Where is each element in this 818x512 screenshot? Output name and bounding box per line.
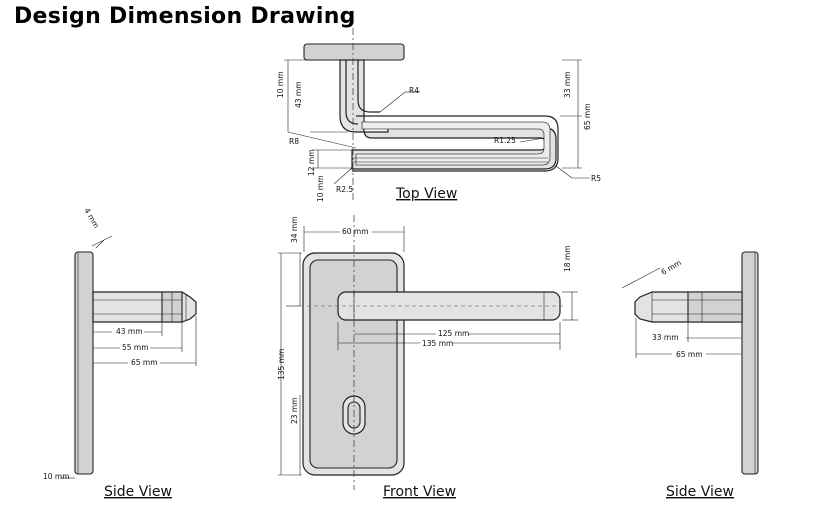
top-view-r125-label: R1.25 bbox=[494, 136, 516, 145]
side-view-right-caption: Side View bbox=[666, 484, 734, 500]
top-view-neck-line bbox=[345, 60, 359, 125]
side-view-right-dim-6 bbox=[621, 267, 661, 289]
top-view-r4-label: R4 bbox=[409, 86, 419, 95]
side-view-left-drawing: 4 mm 43 mm 55 mm 65 mm 10 mm Side View bbox=[43, 207, 197, 500]
top-view-leader-r5 bbox=[555, 165, 573, 179]
top-view-caption: Top View bbox=[395, 186, 457, 202]
top-view-rose bbox=[303, 43, 405, 61]
side-view-left-dim-4-label: 4 mm bbox=[82, 207, 101, 230]
side-view-left-caption: Side View bbox=[104, 484, 172, 500]
side-view-left-dim-55-label: 55 mm bbox=[122, 343, 149, 352]
side-view-right-dim-33-label: 33 mm bbox=[652, 333, 679, 342]
front-view-dim-125-label: 125 mm bbox=[438, 329, 469, 338]
side-view-right-drawing: 6 mm 33 mm 65 mm Side View bbox=[621, 251, 759, 500]
top-view-bar-inner bbox=[355, 121, 551, 166]
side-view-left-dim-10-label: 10 mm bbox=[43, 472, 70, 481]
top-view-r8-label: R8 bbox=[289, 137, 299, 146]
top-view-bar-outline bbox=[352, 115, 559, 172]
front-view-dim-135-label: 135 mm bbox=[422, 339, 453, 348]
top-view-neck-line-2 bbox=[357, 60, 380, 113]
side-view-right-grip bbox=[687, 291, 743, 323]
top-view-dim-10-label: 10 mm bbox=[276, 71, 285, 98]
top-view-leader-r4 bbox=[379, 91, 406, 113]
front-view-plate-inner bbox=[309, 259, 398, 469]
side-view-right-dim-6-label: 6 mm bbox=[660, 258, 683, 277]
side-view-left-dim-65-label: 65 mm bbox=[131, 358, 158, 367]
side-view-right-rose bbox=[741, 251, 759, 475]
top-view-drawing: 10 mm 43 mm 33 mm 65 mm 12 mm 10 mm R4 R… bbox=[276, 28, 601, 202]
front-view-dim-18-label: 18 mm bbox=[563, 245, 572, 272]
top-view-dim-10b-label: 10 mm bbox=[316, 175, 325, 202]
top-view-leader-r125 bbox=[519, 137, 545, 143]
side-view-left-dim-4 bbox=[95, 239, 105, 249]
front-view-dim-60-label: 60 mm bbox=[342, 227, 369, 236]
front-view-caption: Front View bbox=[383, 484, 456, 500]
top-view-leader-r8 bbox=[287, 131, 357, 149]
top-view-dim-12-label: 12 mm bbox=[307, 149, 316, 176]
side-view-left-dim-43-label: 43 mm bbox=[116, 327, 143, 336]
top-view-r5-label: R5 bbox=[591, 174, 601, 183]
top-view-dim-33-label: 33 mm bbox=[563, 71, 572, 98]
top-view-leader-r25 bbox=[333, 167, 353, 185]
top-view-dim-65-label: 65 mm bbox=[583, 103, 592, 130]
front-view-dim-23-label: 23 mm bbox=[290, 397, 299, 424]
side-view-left-dim-4 bbox=[91, 235, 113, 247]
page-title: Design Dimension Drawing bbox=[14, 4, 356, 29]
top-view-dim-43-label: 43 mm bbox=[294, 81, 303, 108]
top-view-handle bbox=[339, 59, 557, 170]
front-view-dim-34-label: 34 mm bbox=[290, 216, 299, 243]
front-view-drawing: 34 mm 60 mm 18 mm 125 mm 135 mm 135 mm 2… bbox=[277, 215, 578, 500]
front-view-dim-135v-label: 135 mm bbox=[277, 349, 286, 380]
top-view-r25-label: R2.5 bbox=[336, 185, 353, 194]
side-view-right-dim-65-label: 65 mm bbox=[676, 350, 703, 359]
